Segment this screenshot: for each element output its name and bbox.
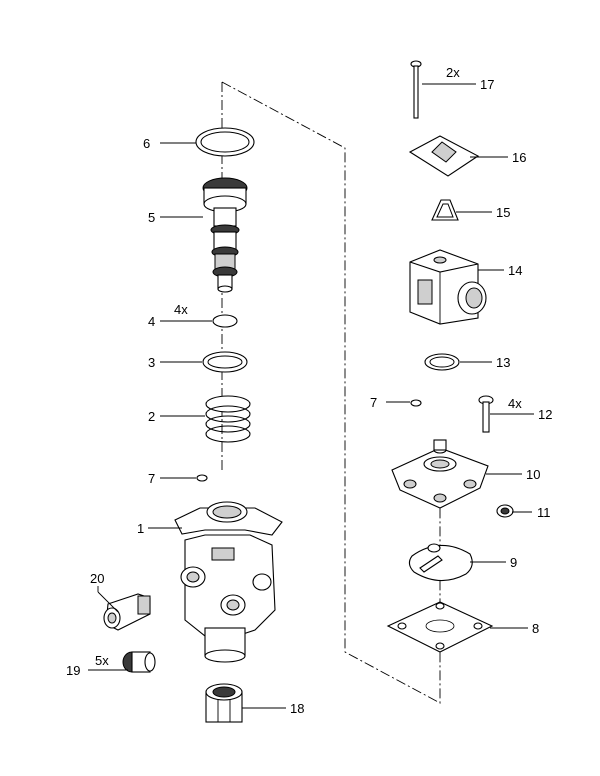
part-16-cover-plate xyxy=(408,135,480,177)
callout-12: 12 xyxy=(538,407,552,422)
callout-8: 8 xyxy=(532,621,539,636)
part-7-washer-left xyxy=(196,474,208,482)
callout-19-qty: 5x xyxy=(95,653,109,668)
part-20-fitting xyxy=(103,593,151,631)
callout-18: 18 xyxy=(290,701,304,716)
callout-4-qty: 4x xyxy=(174,302,188,317)
part-2-spring xyxy=(205,395,251,443)
callout-11: 11 xyxy=(537,505,551,520)
leader-lines xyxy=(88,83,534,709)
callout-17-qty: 2x xyxy=(446,65,460,80)
callout-16: 16 xyxy=(512,150,526,165)
part-14-solenoid-coil xyxy=(409,249,487,325)
part-18-nut xyxy=(205,683,243,723)
part-9-diaphragm xyxy=(408,543,473,582)
callout-10: 10 xyxy=(526,467,540,482)
part-3-o-ring xyxy=(202,351,248,373)
callout-12-qty: 4x xyxy=(508,396,522,411)
callout-9: 9 xyxy=(510,555,517,570)
part-12-screw xyxy=(478,395,494,433)
callout-20: 20 xyxy=(90,571,104,586)
callout-1: 1 xyxy=(137,521,144,536)
callout-14: 14 xyxy=(508,263,522,278)
part-13-o-ring xyxy=(424,353,460,371)
callout-17: 17 xyxy=(480,77,494,92)
part-19-fitting xyxy=(122,651,156,673)
callout-3: 3 xyxy=(148,355,155,370)
part-6-o-ring xyxy=(195,127,255,157)
callout-7-right: 7 xyxy=(370,395,377,410)
part-8-gasket-plate xyxy=(386,601,494,653)
part-15-seal xyxy=(431,199,459,221)
part-17-screw xyxy=(410,60,422,119)
part-10-valve-cap xyxy=(391,439,489,509)
callout-13: 13 xyxy=(496,355,510,370)
callout-15: 15 xyxy=(496,205,510,220)
callout-2: 2 xyxy=(148,409,155,424)
part-11-plug xyxy=(496,504,514,518)
callout-4: 4 xyxy=(148,314,155,329)
part-7-washer-right xyxy=(410,399,422,407)
callout-19: 19 xyxy=(66,663,80,678)
part-4-small-o-ring xyxy=(212,314,238,328)
part-1-valve-body xyxy=(174,501,283,663)
callout-7-left: 7 xyxy=(148,471,155,486)
part-5-cartridge xyxy=(202,177,248,293)
callout-6: 6 xyxy=(143,136,150,151)
callout-5: 5 xyxy=(148,210,155,225)
